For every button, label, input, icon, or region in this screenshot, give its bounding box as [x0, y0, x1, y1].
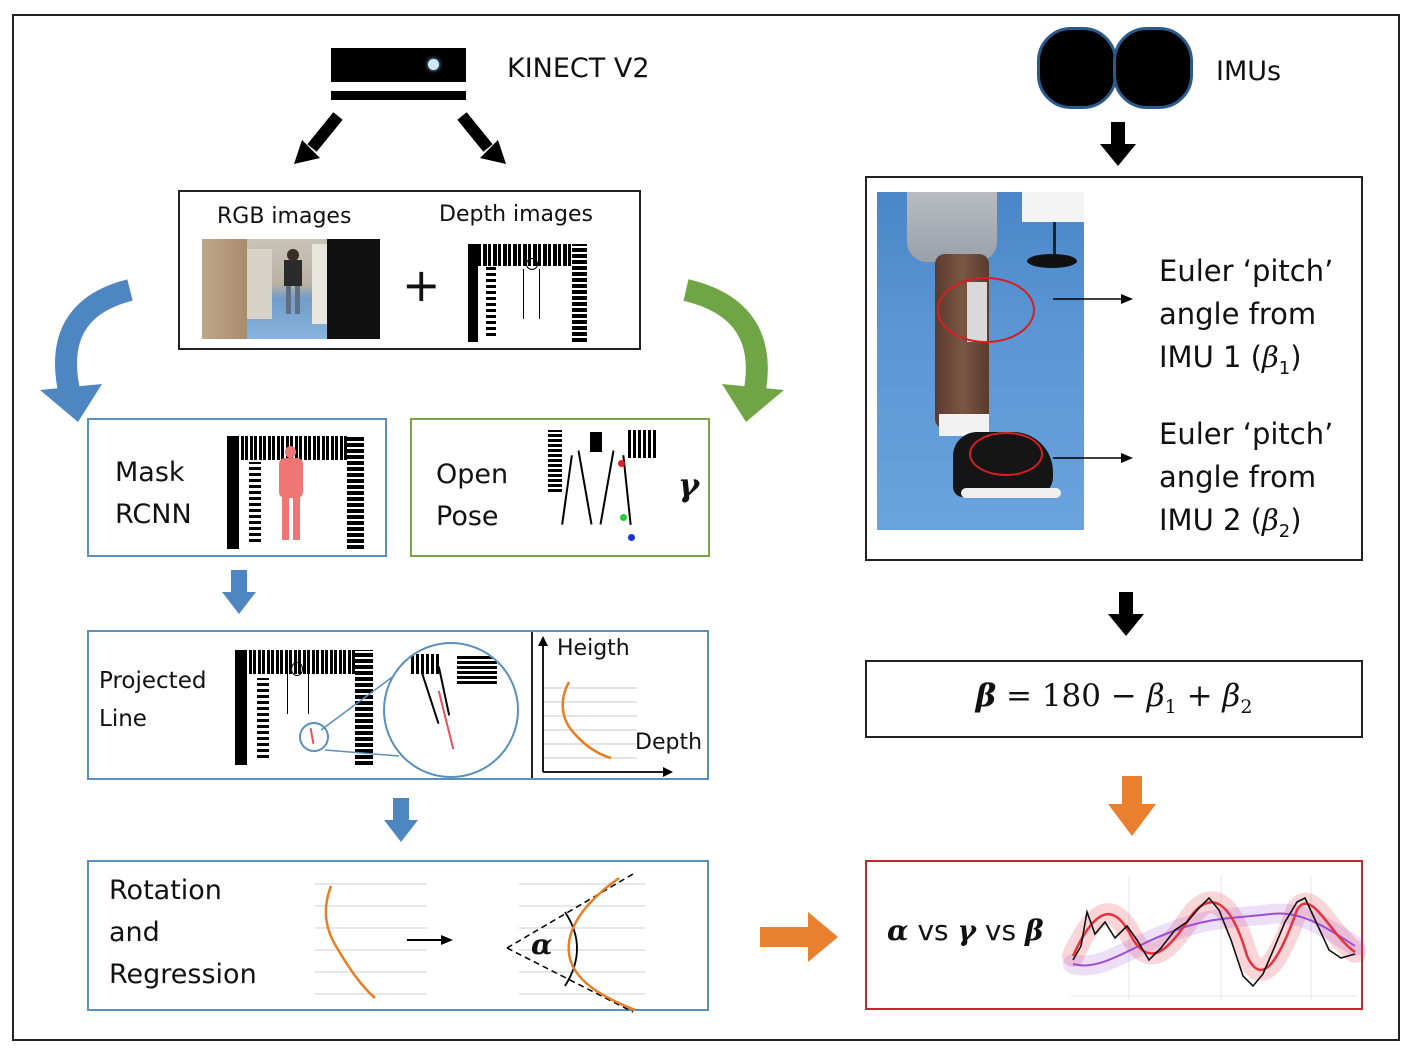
beta-formula: β = 180 − β1 + β2 — [975, 678, 1253, 719]
rgb-image — [202, 239, 380, 339]
comparison-plot — [1062, 876, 1366, 1000]
gamma-symbol: γ — [678, 466, 700, 504]
comparison-label: α vs γ vs β — [887, 914, 1044, 947]
rotation-graphic — [315, 873, 645, 1013]
orange-down-arrow — [1108, 776, 1156, 836]
imu2-line3: IMU 2 (β2) — [1159, 503, 1302, 542]
kinect-right-arrow — [457, 112, 506, 164]
blue-curved-arrow — [40, 279, 133, 422]
leg-photo — [877, 192, 1084, 530]
imu-sensor-icon-2 — [1113, 27, 1193, 109]
beta-formula-box: β = 180 − β1 + β2 — [865, 660, 1363, 738]
imu2-line2: angle from — [1159, 460, 1317, 494]
input-images-box: RGB images Depth images + — [178, 190, 641, 350]
open-pose-image — [546, 430, 662, 542]
mask-rcnn-image — [227, 436, 364, 549]
imu-pointer-arrows — [1053, 294, 1133, 463]
mask-rcnn-line1: Mask — [115, 457, 185, 488]
zoom-lines — [320, 671, 400, 757]
formula-down-arrow — [1108, 592, 1144, 636]
open-pose-box: Open Pose γ — [410, 418, 710, 557]
kinect-sensor-icon — [331, 48, 466, 103]
imu1-line3: IMU 1 (β1) — [1159, 340, 1302, 379]
projected-line-image — [235, 650, 373, 765]
imus-label: IMUs — [1216, 56, 1282, 87]
imu-sensor-icon-1 — [1037, 27, 1117, 109]
depth-images-label: Depth images — [439, 202, 593, 227]
orange-right-arrow — [760, 912, 838, 962]
imu-down-arrow — [1100, 122, 1136, 166]
rotation-line1: Rotation — [109, 875, 222, 906]
imu1-line2: angle from — [1159, 297, 1317, 331]
height-axis-label: Heigth — [557, 636, 630, 661]
kinect-label: KINECT V2 — [507, 53, 650, 84]
projected-line-line1: Projected — [99, 668, 207, 694]
projected-line-box: Projected Line He — [87, 630, 709, 780]
divider — [531, 632, 533, 778]
alpha-symbol: α — [531, 928, 553, 961]
green-curved-arrow — [683, 279, 784, 422]
projected-line-line2: Line — [99, 706, 147, 732]
blue-down-arrow-2 — [384, 798, 418, 842]
rotation-regression-box: Rotation and Regression α — [87, 860, 709, 1013]
mask-rcnn-line2: RCNN — [115, 499, 192, 530]
comparison-box: α vs γ vs β — [865, 860, 1366, 1010]
blue-down-arrow-1 — [222, 570, 256, 614]
zoom-circle — [383, 642, 519, 778]
plus-sign: + — [402, 258, 441, 312]
imu1-line1: Euler ‘pitch’ — [1159, 254, 1334, 288]
rgb-images-label: RGB images — [217, 204, 352, 229]
imu-photo-box: Euler ‘pitch’ angle from IMU 1 (β1) Eule… — [865, 176, 1363, 561]
imu2-line1: Euler ‘pitch’ — [1159, 417, 1334, 451]
depth-image — [468, 244, 587, 342]
depth-axis-label: Depth — [635, 730, 703, 755]
kinect-left-arrow — [294, 112, 343, 164]
rotation-line2: and — [109, 917, 160, 948]
mask-rcnn-box: Mask RCNN — [87, 418, 387, 557]
outer-frame — [12, 14, 1400, 1041]
rotation-line3: Regression — [109, 959, 257, 990]
open-pose-line2: Pose — [436, 501, 499, 532]
open-pose-line1: Open — [436, 459, 509, 490]
height-depth-chart — [538, 636, 673, 777]
